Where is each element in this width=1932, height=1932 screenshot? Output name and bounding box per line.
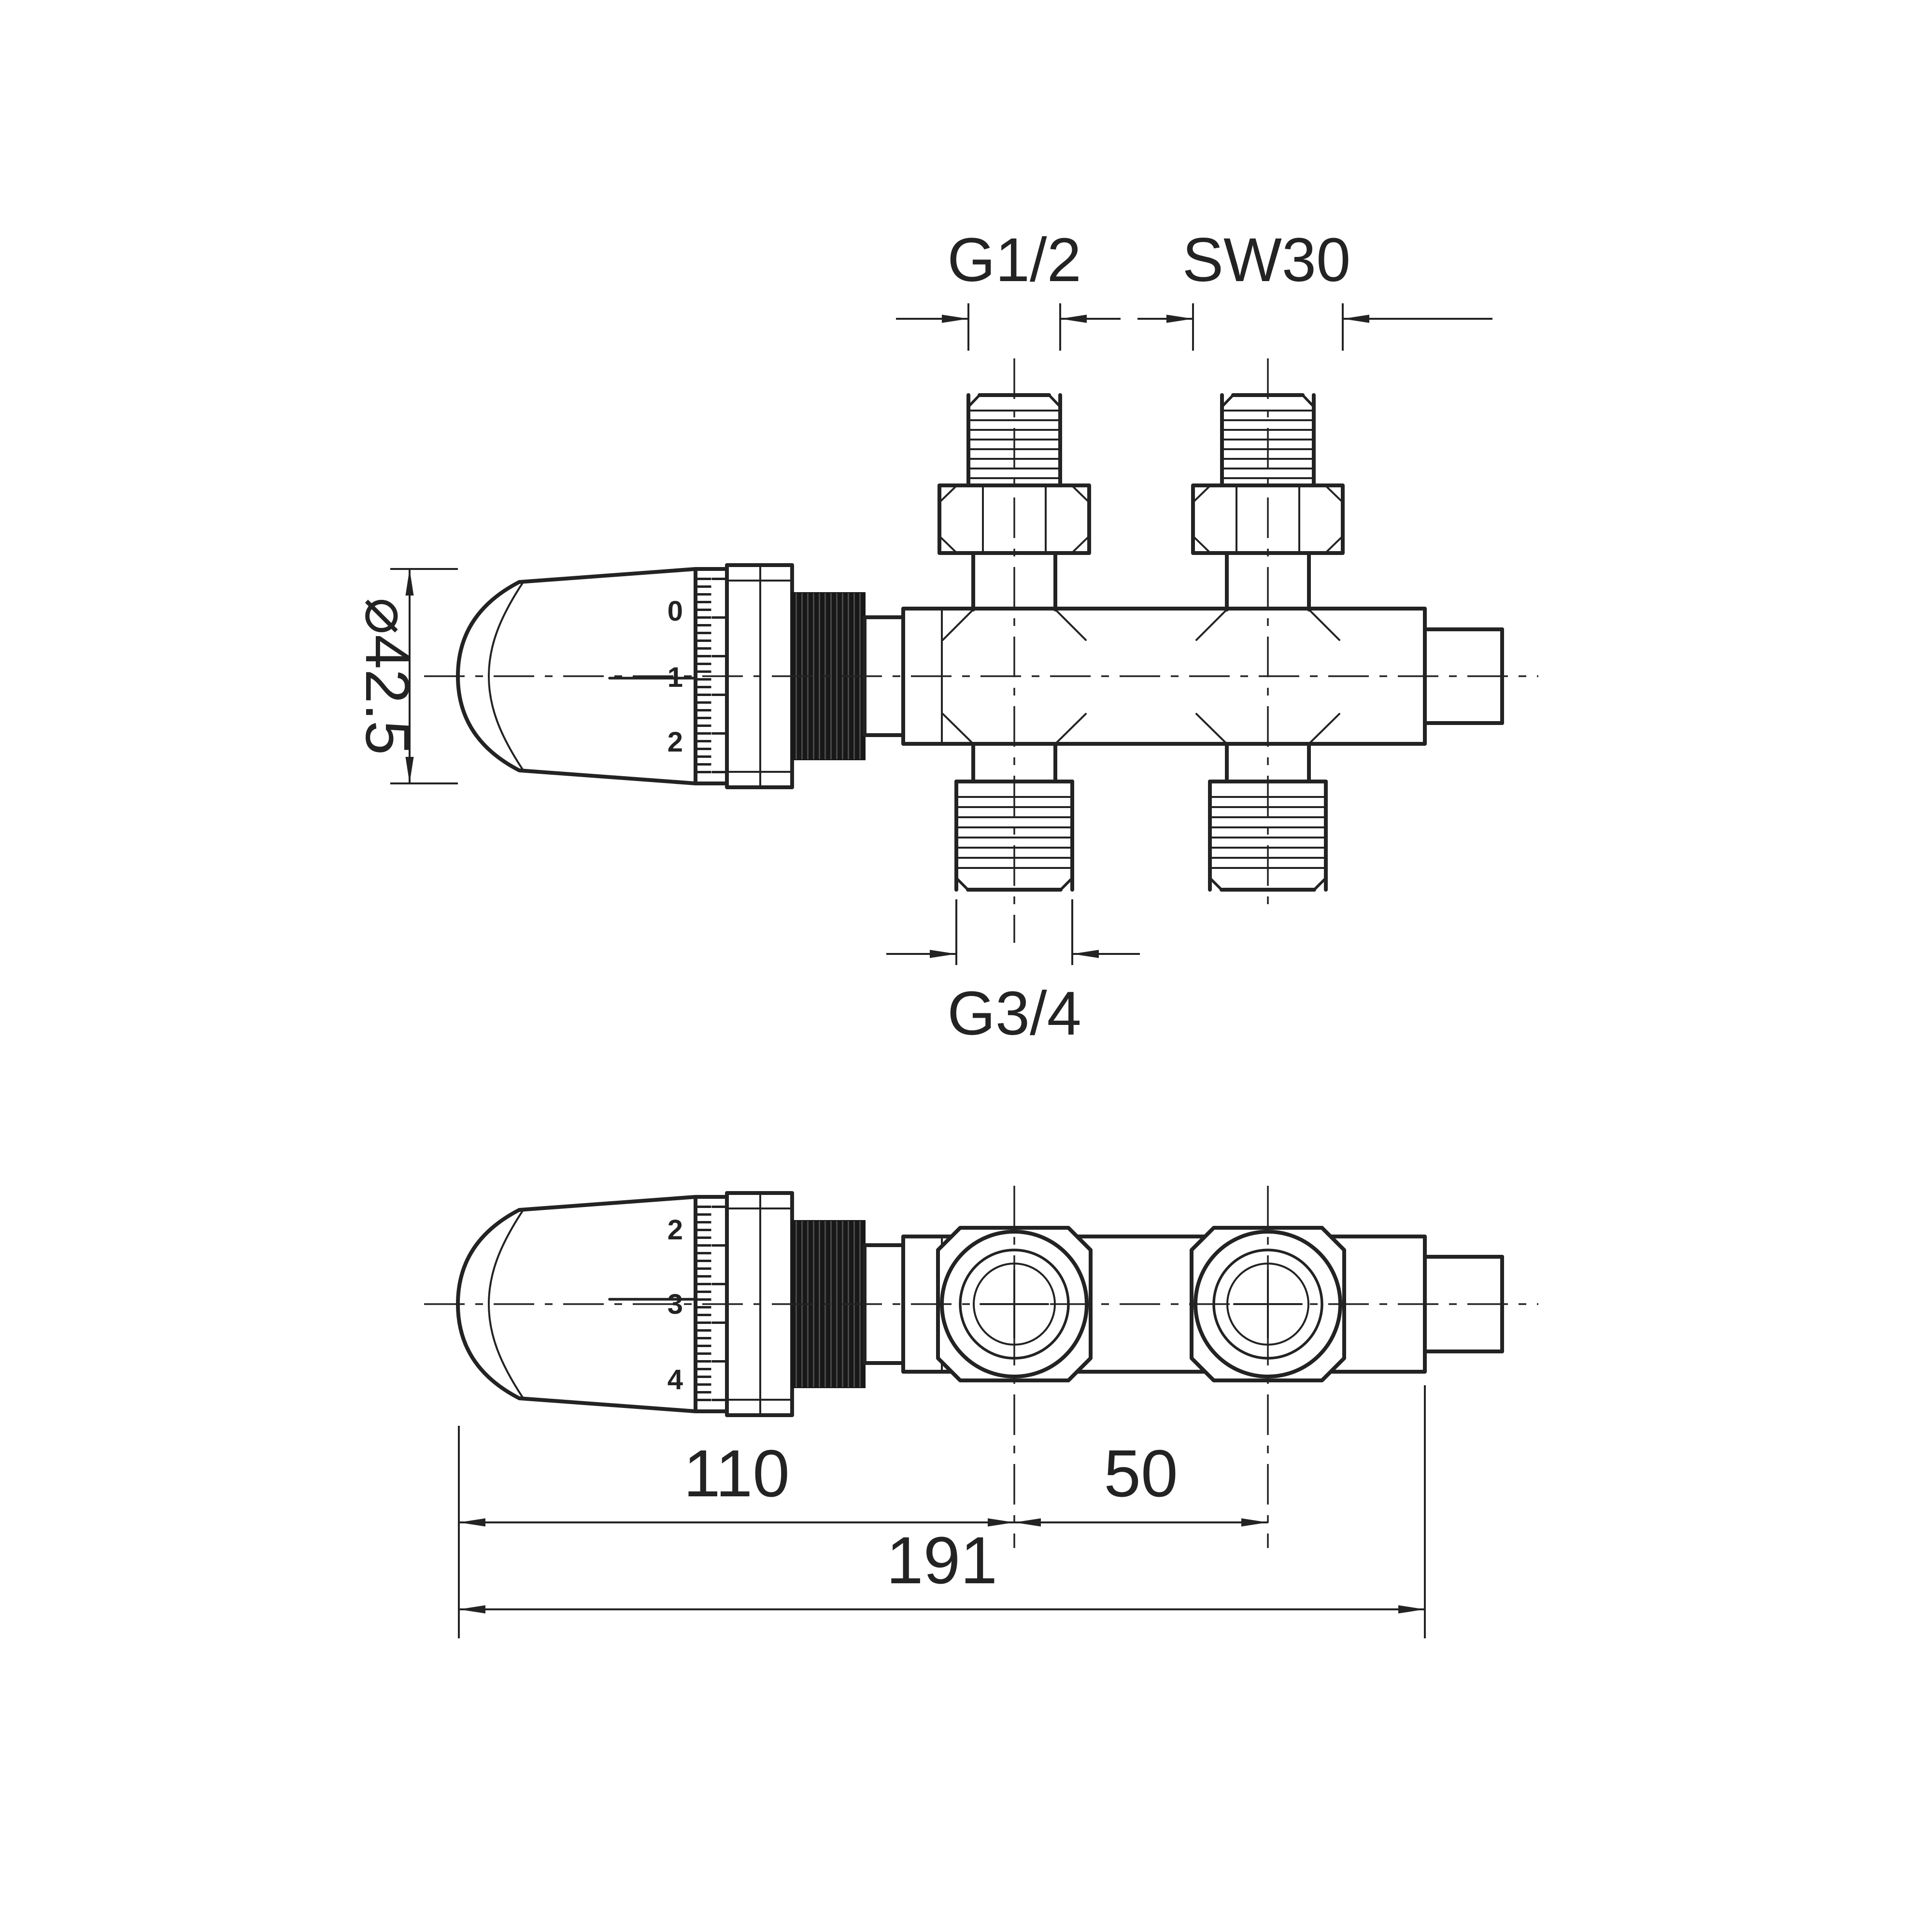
dimension-50: 50 <box>1014 1436 1268 1527</box>
head-scale-number: 2 <box>668 1214 683 1246</box>
dimension-label-diameter: ⌀42.5 <box>353 597 422 755</box>
valve-body-side <box>903 395 1504 890</box>
dimension-g34: G3/4 <box>886 899 1140 1048</box>
dimension-110: 110 <box>458 1426 1014 1638</box>
thermostatic-head-plan: 2 3 4 <box>458 1193 903 1415</box>
dimension-label-g12: G1/2 <box>947 226 1081 295</box>
dimension-label-110: 110 <box>683 1436 790 1511</box>
head-scale-number: 2 <box>668 726 683 758</box>
dimension-g12: G1/2 <box>896 226 1121 351</box>
dimension-label-sw30: SW30 <box>1182 226 1351 295</box>
dimension-sw30: SW30 <box>1137 226 1492 351</box>
bottom-view: 2 3 4 110 50 191 <box>424 1186 1538 1638</box>
head-scale-number: 0 <box>668 596 683 627</box>
dimension-label-g34: G3/4 <box>947 979 1081 1048</box>
top-view: 0 1 2 G1/2 SW30 <box>353 226 1538 1048</box>
dimension-label-50: 50 <box>1104 1436 1178 1511</box>
centerlines-bottom-view <box>424 1186 1538 1548</box>
head-scale-number: 4 <box>668 1364 683 1395</box>
dimension-label-191: 191 <box>886 1523 997 1598</box>
thermostatic-head-side: 0 1 2 <box>458 565 903 787</box>
centerlines-top-view <box>424 358 1538 943</box>
dimension-head-diameter: ⌀42.5 <box>353 568 458 784</box>
dimension-191: 191 <box>459 1385 1426 1638</box>
